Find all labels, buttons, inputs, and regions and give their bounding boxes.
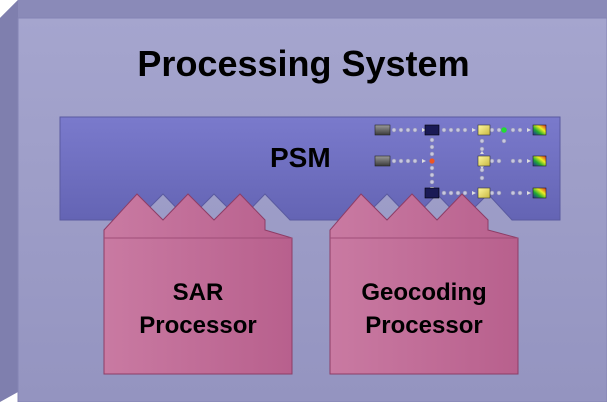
- geocoding-processor-line-1: Geocoding: [361, 279, 487, 306]
- psm-label: PSM: [270, 142, 331, 173]
- geocoding-processor-label: Geocoding Processor: [330, 276, 518, 342]
- sar-processor-line-1: SAR: [172, 279, 224, 306]
- geocoding-processor-block: [329, 193, 519, 375]
- sar-processor-label: SAR Processor: [104, 276, 292, 342]
- sar-processor-block: [103, 193, 293, 375]
- diagram-title: Processing System: [137, 43, 470, 84]
- geocoding-processor-line-2: Processor: [365, 312, 483, 339]
- processing-chain-graph-icon: [374, 124, 547, 199]
- sar-processor-line-2: Processor: [139, 312, 257, 339]
